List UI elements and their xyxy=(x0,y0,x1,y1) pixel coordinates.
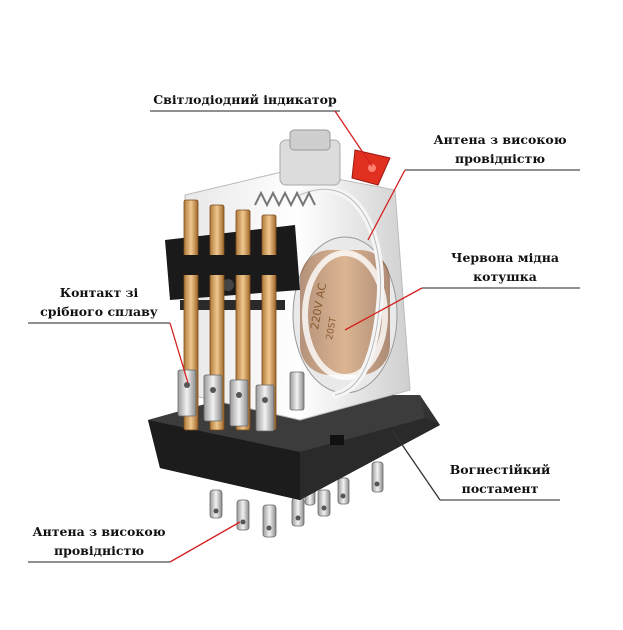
label-base-line1: Вогнестійкий xyxy=(449,462,551,477)
label-antenna-bottom-line2: провідністю xyxy=(53,543,145,558)
led-indicator xyxy=(351,149,391,186)
label-contact-line1: Контакт зі xyxy=(59,285,139,300)
silver-contacts xyxy=(177,369,305,432)
label-base-line2: постамент xyxy=(461,481,539,496)
spring xyxy=(254,190,316,208)
label-antenna-bottom: Антена з високою провідністю xyxy=(28,522,170,560)
label-underlines xyxy=(28,110,580,563)
label-led-text: Світлодіодний індикатор xyxy=(153,92,337,107)
label-antenna-bottom-line1: Антена з високою xyxy=(32,524,166,539)
label-coil-line2: котушка xyxy=(473,269,537,284)
label-silver-contact: Контакт зі срібного сплаву xyxy=(28,283,170,321)
label-coil-line1: Червона мідна xyxy=(451,250,559,265)
leader-base xyxy=(391,429,441,501)
leader-antenna-bottom xyxy=(169,521,241,563)
label-fireproof-base: Вогнестійкий постамент xyxy=(440,460,560,498)
leader-contact xyxy=(169,322,189,384)
leader-lines xyxy=(169,110,441,563)
label-antenna-top-line2: провідністю xyxy=(454,151,546,166)
leader-led xyxy=(334,110,373,167)
label-contact-line2: срібного сплаву xyxy=(40,304,158,319)
leader-coil xyxy=(344,287,423,331)
label-antenna-top-line1: Антена з високою xyxy=(433,132,567,147)
label-antenna-top: Антена з високою провідністю xyxy=(420,130,580,168)
label-led-indicator: Світлодіодний індикатор xyxy=(150,90,340,109)
leader-antenna-top xyxy=(367,169,406,241)
coil-marking-model: 20ST xyxy=(325,316,339,341)
label-copper-coil: Червона мідна котушка xyxy=(430,248,580,286)
